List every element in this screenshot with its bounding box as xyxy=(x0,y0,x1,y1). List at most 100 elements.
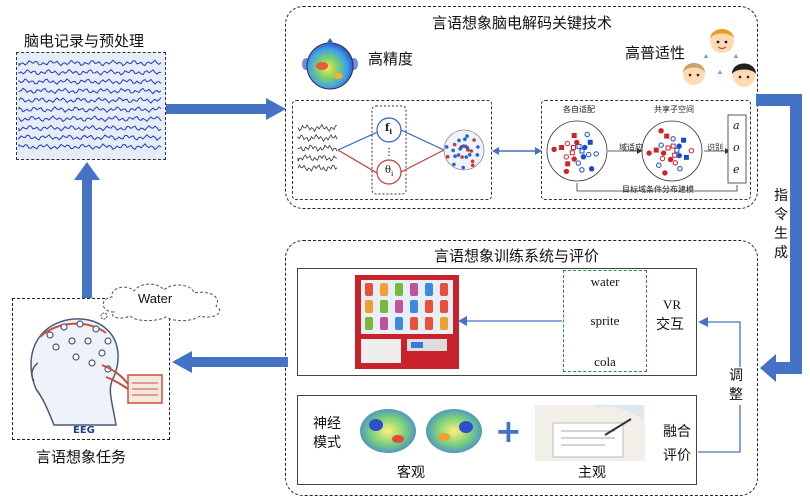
electrode-dot xyxy=(457,138,461,143)
scatter-point xyxy=(670,136,676,142)
vr-label: VR xyxy=(663,297,682,312)
electrode-dot xyxy=(453,154,457,158)
eeg-trace xyxy=(18,124,162,132)
bottle xyxy=(395,283,403,296)
eeg-trace xyxy=(18,87,162,95)
scatter-point xyxy=(683,154,689,160)
eeg-trace xyxy=(18,106,162,114)
input-wave xyxy=(297,123,338,133)
feature-node-label: fi xyxy=(385,123,392,136)
scatter-point xyxy=(674,147,680,153)
scatter-point xyxy=(559,145,565,150)
electrode-dot xyxy=(470,163,475,168)
arrow-up xyxy=(74,162,100,298)
electrode-dot xyxy=(456,153,461,157)
scatter-point xyxy=(571,156,577,162)
theta-node-label: θi xyxy=(385,165,393,178)
scatter-point xyxy=(571,133,577,138)
scatter-point xyxy=(672,152,678,158)
adjust-label: 调整 xyxy=(727,367,745,405)
scatter-point xyxy=(677,166,683,172)
bottle xyxy=(365,317,373,330)
scatter-point xyxy=(563,168,570,175)
scatter-point xyxy=(582,144,588,151)
bottle xyxy=(395,300,403,313)
input-wave xyxy=(297,133,338,143)
people-icons xyxy=(683,29,756,87)
electrode-dot xyxy=(463,137,467,141)
bottle xyxy=(425,300,433,313)
electrode-dot xyxy=(444,145,449,149)
scatter-point xyxy=(646,150,652,156)
scatter-point xyxy=(670,143,676,149)
vowel-o: o xyxy=(733,141,740,154)
bottle xyxy=(410,300,418,313)
scatter-point xyxy=(676,152,683,159)
decoding-panel xyxy=(285,6,758,209)
electrode-dot xyxy=(472,138,476,142)
scatter-point xyxy=(676,143,682,149)
right-elbow-arrow xyxy=(756,94,802,382)
electrode-dot xyxy=(458,147,462,151)
electrode-dot xyxy=(445,154,450,159)
scatter-point xyxy=(588,166,595,172)
scatter-point xyxy=(586,151,592,158)
scatter-point xyxy=(681,137,687,143)
arrow-to-machine xyxy=(458,316,562,326)
eeg-traces xyxy=(18,59,162,151)
scatter-point xyxy=(579,148,585,154)
objective-label: 客观 xyxy=(397,465,425,481)
adapt-label: 域适应 xyxy=(619,143,643,152)
cloud-text: Water xyxy=(138,291,173,306)
domain-adapt-diagram xyxy=(546,114,747,192)
thought-cloud xyxy=(100,283,221,322)
source-adapt-label: 各自适配 xyxy=(563,105,595,114)
bottle xyxy=(410,283,418,296)
scatter-point xyxy=(587,139,593,145)
electrode-dot xyxy=(452,162,456,167)
scatter-point xyxy=(672,160,679,166)
vowel-e: e xyxy=(733,163,740,176)
arrow-right-top xyxy=(166,98,286,120)
neural-pattern-label: 神经模式 xyxy=(313,416,341,451)
arrow-left-bottom xyxy=(172,351,288,373)
eeg-trace xyxy=(18,78,162,86)
eeg-trace xyxy=(18,115,162,123)
bottle xyxy=(440,317,448,330)
scatter-point xyxy=(664,133,670,139)
scatter-point xyxy=(658,128,664,134)
vowel-a: a xyxy=(733,119,740,132)
adjust-connector xyxy=(698,317,741,453)
eeg-trace xyxy=(18,59,162,67)
input-wave xyxy=(297,164,338,172)
scatter-point xyxy=(564,140,571,147)
bottle xyxy=(365,283,373,296)
option-cola: cola xyxy=(594,354,616,369)
network-subpanel xyxy=(292,100,492,200)
scatter-point xyxy=(565,161,571,167)
fusion-eval-label: 融合评价 xyxy=(663,424,691,464)
high-universality-label: 高普适性 xyxy=(625,44,686,62)
scatter-point xyxy=(660,150,667,156)
feature-symbol: f xyxy=(385,123,390,134)
vr-interaction-label: 交互 xyxy=(656,317,684,333)
task-section-title: 言语想象任务 xyxy=(36,448,127,466)
scatter-point xyxy=(563,154,569,160)
scatter-point xyxy=(593,151,599,157)
input-wave xyxy=(297,154,338,162)
bottle xyxy=(425,317,433,330)
bottle xyxy=(425,283,433,296)
subjective-label: 主观 xyxy=(578,465,606,481)
electrode-dot xyxy=(464,155,468,159)
options-box xyxy=(563,270,647,372)
task-panel xyxy=(12,298,170,440)
scatter-point xyxy=(667,156,674,163)
electrode-dot xyxy=(470,159,475,164)
scatter-point xyxy=(551,146,557,152)
topomap-icon xyxy=(302,38,358,90)
eeg-trace xyxy=(18,68,162,76)
decoding-section-title: 言语想象脑电解码关键技术 xyxy=(432,14,613,32)
option-sprite: sprite xyxy=(590,313,620,328)
subjective-image xyxy=(535,405,645,461)
electrode-dot xyxy=(452,142,457,147)
